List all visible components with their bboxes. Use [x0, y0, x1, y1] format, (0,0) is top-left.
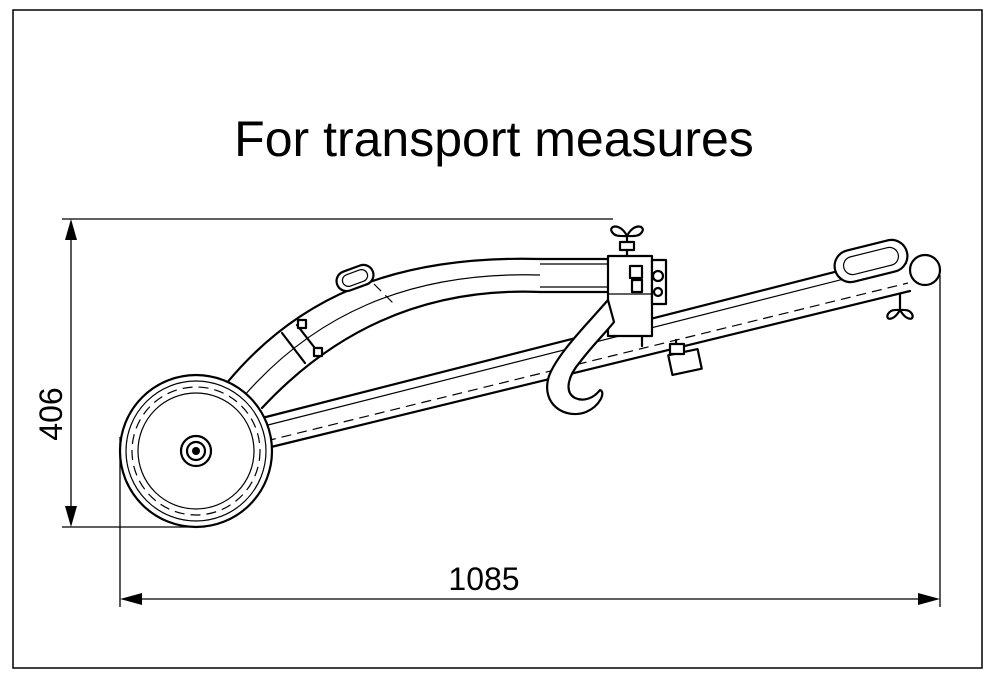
wing-screw-bottom-icon: [886, 292, 914, 320]
drawing-frame: [12, 9, 983, 669]
height-arrow-bottom: [65, 506, 77, 527]
height-dimension: 406: [33, 218, 613, 528]
clamp-assembly: [606, 225, 668, 348]
end-knob: [908, 253, 942, 287]
height-arrow-top: [65, 219, 77, 240]
length-dimension: 1085: [119, 275, 941, 607]
length-value-label: 1085: [448, 561, 519, 597]
hook: [546, 298, 616, 416]
length-arrow-left: [120, 593, 142, 605]
wheel-hub: [179, 434, 213, 468]
curved-arm: [224, 257, 610, 410]
wheel: [118, 373, 274, 529]
wing-screw-top-icon: [610, 225, 644, 258]
drawing-title: For transport measures: [234, 111, 754, 167]
carabiner-icon: [833, 238, 909, 284]
handle-ring-icon: [335, 263, 375, 293]
height-value-label: 406: [33, 387, 69, 440]
bottom-bracket: [667, 338, 703, 377]
length-arrow-right: [918, 593, 940, 605]
